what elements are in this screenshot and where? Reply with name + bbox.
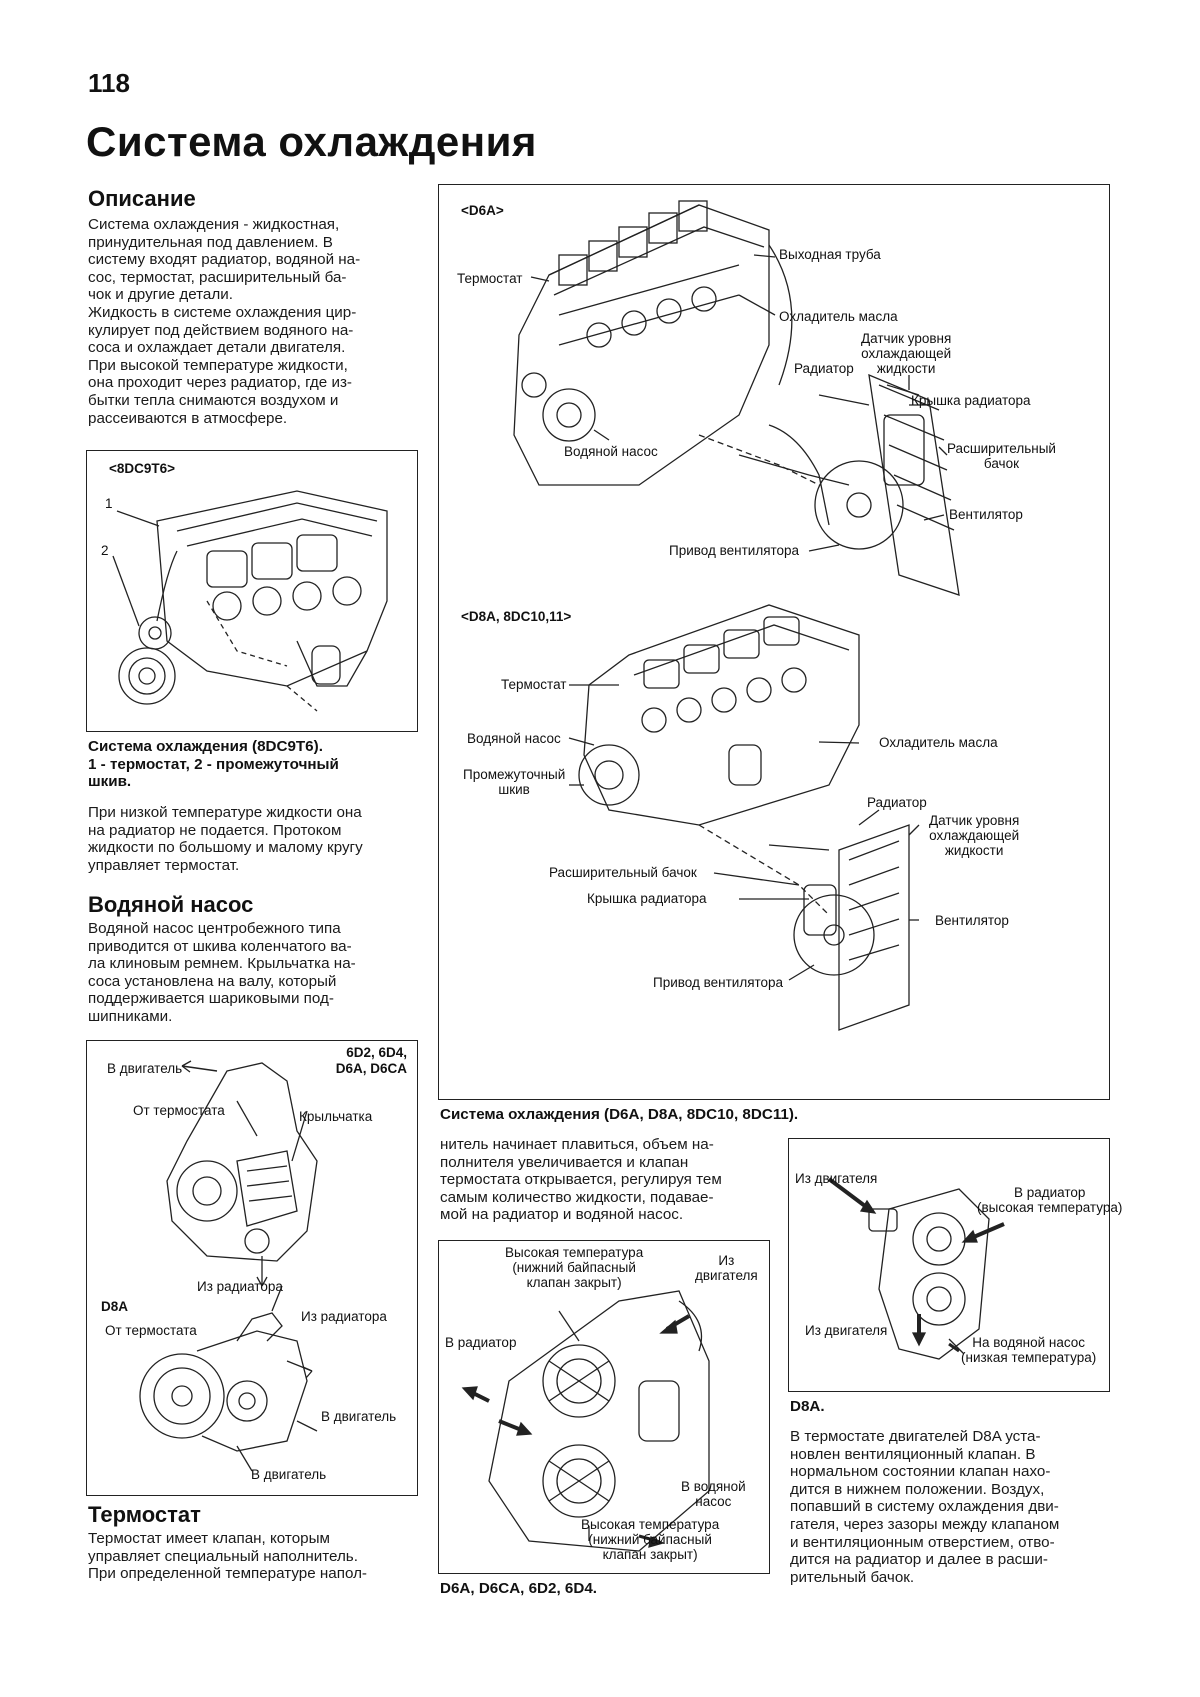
label-oil-cooler-d8a: Охладитель масла: [879, 735, 998, 750]
label-fan-drive-d6a: Привод вентилятора: [669, 543, 800, 558]
label-to-radiator-d6a: В радиатор: [445, 1335, 517, 1350]
label-from-engine-d8a-2: Из двигателя: [805, 1323, 888, 1338]
page-title: Система охлаждения: [86, 118, 537, 165]
label-fan-d8a: Вентилятор: [935, 913, 1009, 928]
figure-cooling-system: <D6A>: [438, 184, 1110, 1100]
thermostat-d6a-illustration: [461, 1290, 710, 1552]
label-oil-cooler-d6a: Охладитель масла: [779, 309, 898, 324]
label-level-sensor-d8a: Датчик уровня охлаждающей жидкости: [929, 813, 1020, 858]
figure-tag-d8a-8dc: <D8A, 8DC10,11>: [461, 609, 572, 624]
figure-caption-cooling: Система охлаждения (D6A, D8A, 8DC10, 8DC…: [440, 1106, 799, 1123]
figure-tag-pump: 6D2, 6D4, D6A, D6CA: [335, 1045, 407, 1076]
label-expansion-tank-d6a: Расширительный бачок: [947, 441, 1056, 471]
label-from-radiator-2: Из радиатора: [301, 1309, 387, 1324]
label-to-pump-d6a: В водяной насос: [681, 1479, 746, 1509]
section-heading-thermostat: Термостат: [88, 1502, 201, 1527]
d8a-vent-valve-text: В термостате двигателей D8A уста- новлен…: [790, 1428, 1060, 1586]
label-level-sensor-d6a: Датчик уровня охлаждающей жидкости: [861, 331, 952, 376]
label-to-radiator-d8a: В радиатор (высокая температура): [977, 1185, 1123, 1215]
figure-water-pump: 6D2, 6D4, D6A, D6CA В двигатель От термо…: [86, 1040, 418, 1496]
label-from-thermostat-2: От термостата: [105, 1323, 197, 1338]
section-heading-water-pump: Водяной насос: [88, 892, 254, 917]
label-fan-d6a: Вентилятор: [949, 507, 1023, 522]
label-thermostat-d8a: Термостат: [501, 677, 567, 692]
label-from-engine-d6a: Из двигателя: [695, 1253, 758, 1283]
thermostat-d8a-illustration: [827, 1177, 1005, 1360]
label-from-thermostat-1: От термостата: [133, 1103, 225, 1118]
label-radiator-cap-d8a: Крышка радиатора: [587, 891, 707, 906]
water-pump-illustration: [139, 1060, 318, 1472]
label-outlet-pipe: Выходная труба: [779, 247, 881, 262]
label-radiator-cap-d6a: Крышка радиатора: [911, 393, 1031, 408]
thermostat-text: Термостат имеет клапан, которым управляе…: [88, 1530, 367, 1583]
figure-tag-d8a: D8A: [101, 1299, 129, 1314]
thermostat-cont-text: нитель начинает плавиться, объем на- пол…: [440, 1136, 722, 1224]
label-to-engine-3: В двигатель: [251, 1467, 327, 1482]
label-water-pump-d8a: Водяной насос: [467, 731, 561, 746]
figure-tag: <8DC9T6>: [109, 461, 176, 476]
section-heading-description: Описание: [88, 186, 196, 211]
figure-8dc9t6: <8DC9T6> 1 2: [86, 450, 418, 732]
engine-v8-illustration: [112, 490, 388, 712]
page-number: 118: [88, 68, 130, 98]
figure-caption-thermostat-d6a: D6A, D6CA, 6D2, 6D4.: [440, 1580, 597, 1597]
label-to-pump-d8a: На водяной насос (низкая температура): [961, 1335, 1097, 1365]
figure-caption-thermostat-d8a: D8A.: [790, 1398, 825, 1415]
label-to-engine-2: В двигатель: [321, 1409, 397, 1424]
label-radiator-d8a: Радиатор: [867, 795, 927, 810]
figure-tag-d6a: <D6A>: [461, 203, 504, 218]
callout-2: 2: [101, 543, 109, 558]
cooling-system-illustration: [513, 200, 960, 1031]
description-text: Система охлаждения - жидкостная, принуди…: [88, 216, 361, 427]
label-high-temp-top: Высокая температура (нижний байпасный кл…: [505, 1245, 644, 1290]
low-temp-text: При низкой температуре жидкости она на р…: [88, 804, 363, 874]
label-from-engine-d8a-1: Из двигателя: [795, 1171, 878, 1186]
label-high-temp-bottom: Высокая температура (нижний байпасный кл…: [581, 1517, 720, 1562]
figure-thermostat-d8a: Из двигателя В радиатор (высокая темпера…: [788, 1138, 1122, 1392]
label-expansion-tank-d8a: Расширительный бачок: [549, 865, 697, 880]
label-to-engine-1: В двигатель: [107, 1061, 183, 1076]
label-fan-drive-d8a: Привод вентилятора: [653, 975, 784, 990]
figure-caption-8dc9t6: Система охлаждения (8DC9T6). 1 - термост…: [88, 738, 339, 791]
label-radiator-d6a: Радиатор: [794, 361, 854, 376]
label-impeller: Крыльчатка: [299, 1109, 373, 1124]
label-idler-pulley-d8a: Промежуточный шкив: [463, 767, 566, 797]
label-thermostat-d6a: Термостат: [457, 271, 523, 286]
figure-thermostat-d6a: Высокая температура (нижний байпасный кл…: [438, 1240, 770, 1574]
label-from-radiator-1: Из радиатора: [197, 1279, 283, 1294]
water-pump-text: Водяной насос центробежного типа приводи…: [88, 920, 356, 1025]
label-water-pump-d6a: Водяной насос: [564, 444, 658, 459]
callout-1: 1: [105, 496, 113, 511]
